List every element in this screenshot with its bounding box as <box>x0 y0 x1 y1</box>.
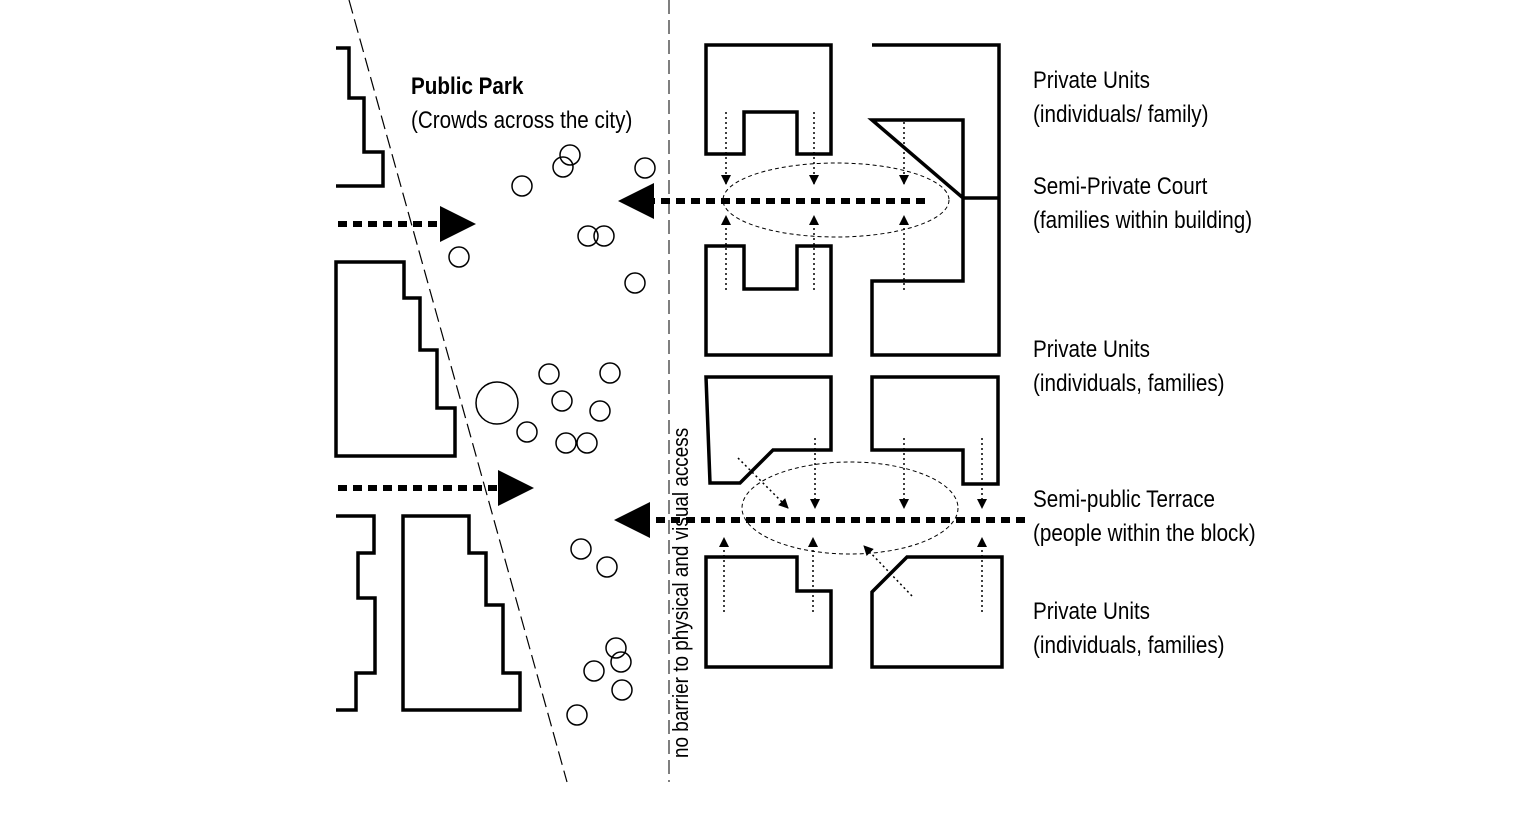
access-arrow <box>737 457 789 509</box>
tree-icon <box>511 175 533 197</box>
park-edge-line <box>348 0 568 783</box>
tree-icon <box>589 400 611 422</box>
zone-subtitle: (individuals, families) <box>1033 370 1225 397</box>
city-block-left-middle <box>334 260 457 458</box>
city-block-left-top <box>336 46 385 188</box>
tree-icon <box>599 362 621 384</box>
zone-title: Private Units <box>1033 336 1151 363</box>
tree-icon <box>566 704 588 726</box>
tree-icon <box>624 272 646 294</box>
tree-icon <box>555 432 577 454</box>
tree-icon <box>596 556 618 578</box>
zone-subtitle: (people within the block) <box>1033 520 1256 547</box>
private-unit-mid-left <box>704 244 833 357</box>
zone-label-private-units-bottom: Private Units (individuals, families) <box>1033 595 1225 663</box>
tree-icon <box>448 246 470 268</box>
zone-title: Private Units <box>1033 598 1151 625</box>
private-unit-top-right <box>867 43 1001 357</box>
zone-subtitle: (individuals, families) <box>1033 632 1225 659</box>
tree-icon <box>552 156 574 178</box>
zone-subtitle: (families within building) <box>1033 207 1253 234</box>
tree-icon <box>577 225 599 247</box>
tree-icon <box>634 157 656 179</box>
zone-title: Semi-public Terrace <box>1033 486 1216 513</box>
city-block-left-lower-2 <box>401 514 522 712</box>
zone-label-private-units-top: Private Units (individuals/ family) <box>1033 64 1208 132</box>
city-block-left-lower <box>336 514 377 712</box>
private-unit-bottom-right <box>870 555 1004 669</box>
semi-public-terrace-zone <box>741 461 959 555</box>
tree-icon <box>576 432 598 454</box>
tree-icon <box>605 637 627 659</box>
park-label: Public Park (Crowds across the city) <box>411 70 632 138</box>
access-arrow <box>863 545 913 597</box>
tree-icon <box>611 679 633 701</box>
zone-title: Private Units <box>1033 67 1151 94</box>
zone-label-semi-public-terrace: Semi-public Terrace (people within the b… <box>1033 483 1256 551</box>
private-unit-lower-right <box>870 375 1000 486</box>
zone-label-semi-private-court: Semi-Private Court (families within buil… <box>1033 170 1252 238</box>
tree-icon <box>551 390 573 412</box>
park-subtitle: (Crowds across the city) <box>411 107 633 134</box>
zone-label-private-units-middle: Private Units (individuals, families) <box>1033 333 1225 401</box>
tree-icon <box>516 421 538 443</box>
zone-title: Semi-Private Court <box>1033 173 1208 200</box>
tree-icon <box>570 538 592 560</box>
tree-icon <box>593 225 615 247</box>
tree-icon <box>583 660 605 682</box>
private-unit-top-left <box>704 43 833 156</box>
private-unit-lower-left <box>704 375 833 485</box>
semi-private-court-zone <box>722 162 950 238</box>
park-title: Public Park <box>411 73 524 100</box>
tree-icon <box>610 651 632 673</box>
tree-icon <box>538 363 560 385</box>
private-unit-bottom-left <box>704 555 833 669</box>
tree-icon <box>475 381 519 425</box>
tree-icon <box>559 144 581 166</box>
zone-subtitle: (individuals/ family) <box>1033 101 1209 128</box>
barrier-note: no barrier to physical and visual access <box>668 427 693 758</box>
